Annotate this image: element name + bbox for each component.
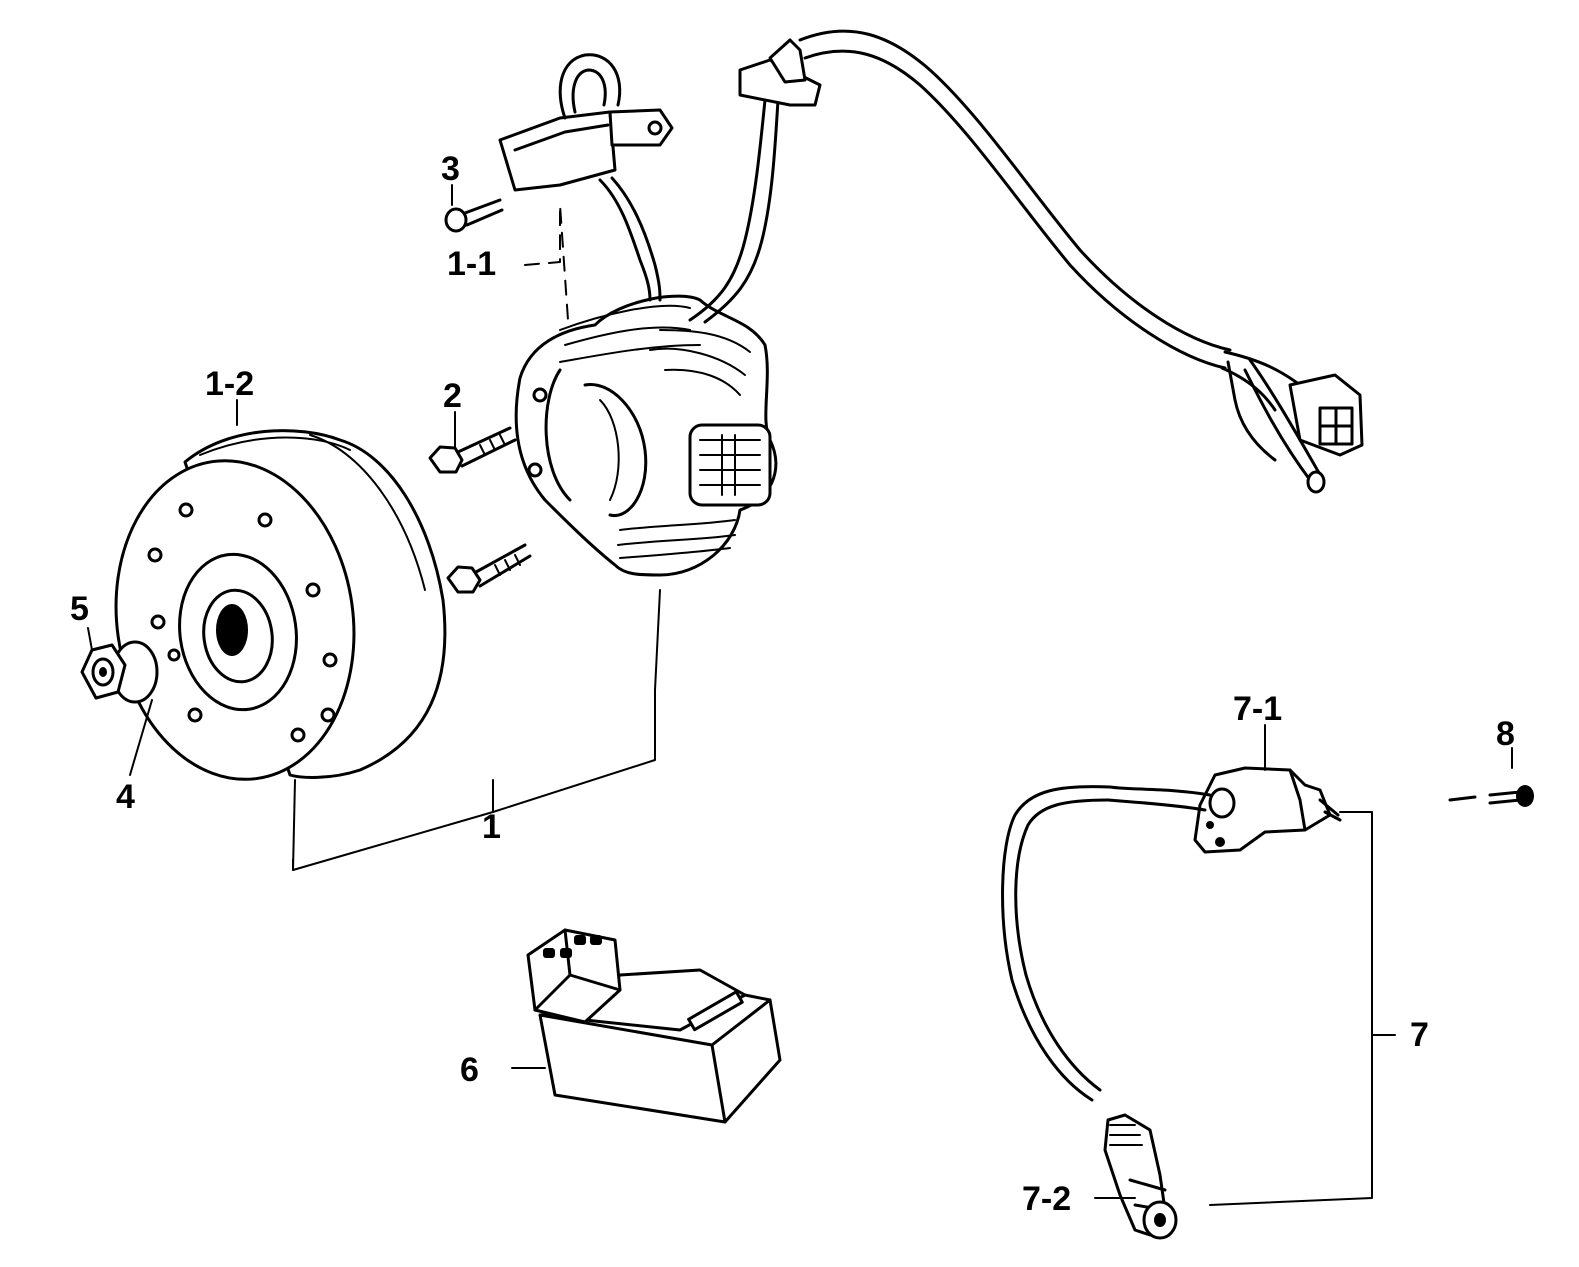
leader-lines bbox=[87, 184, 1513, 1206]
pickup-coil bbox=[498, 53, 674, 302]
ignition-coil bbox=[1001, 766, 1342, 1240]
callout-4: 4 bbox=[116, 778, 135, 816]
flywheel-rotor bbox=[114, 429, 447, 781]
coil-screw bbox=[1448, 785, 1534, 807]
callout-7: 7 bbox=[1410, 1016, 1429, 1054]
callout-7-1: 7-1 bbox=[1233, 690, 1282, 728]
wire-harness bbox=[688, 29, 1364, 494]
callout-1-2: 1-2 bbox=[205, 365, 254, 403]
flywheel-nut bbox=[80, 640, 159, 704]
callout-1-1: 1-1 bbox=[447, 245, 496, 283]
callout-3: 3 bbox=[441, 150, 460, 188]
stator-coil bbox=[514, 294, 778, 577]
cdi-unit bbox=[526, 928, 782, 1124]
callout-2: 2 bbox=[443, 377, 462, 415]
stator-bolts bbox=[428, 198, 532, 594]
callout-8: 8 bbox=[1496, 715, 1515, 753]
callout-7-2: 7-2 bbox=[1022, 1180, 1071, 1218]
callout-6: 6 bbox=[460, 1051, 479, 1089]
callout-5: 5 bbox=[70, 590, 89, 628]
callout-1: 1 bbox=[482, 808, 501, 846]
